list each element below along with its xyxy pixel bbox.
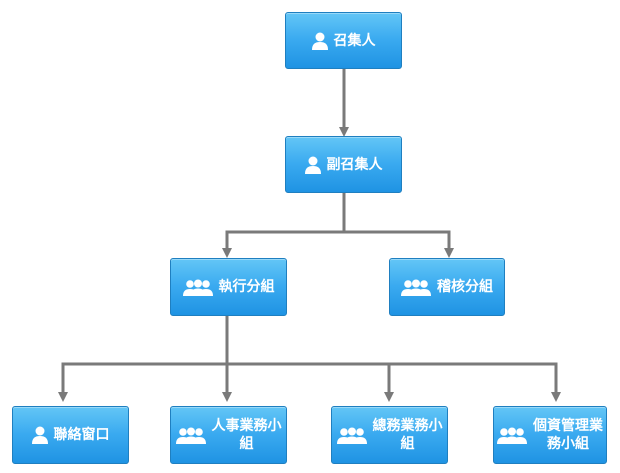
node-label-audit-group: 稽核分組 (437, 279, 493, 295)
node-convener[interactable]: 召集人 (285, 12, 402, 69)
group-icon (401, 278, 431, 296)
node-general-affairs-team[interactable]: 總務業務小組 (331, 406, 448, 464)
node-label-execution-group: 執行分組 (218, 279, 275, 295)
group-icon (175, 426, 206, 444)
connector-execution-to-privacy (389, 362, 561, 402)
node-label-hr-team: 人事業務小組 (211, 418, 282, 452)
node-privacy-management-team[interactable]: 個資管理業務小組 (493, 406, 607, 464)
connector-deputy-to-audit (344, 230, 454, 258)
node-label-liaison-window: 聯絡窗口 (53, 427, 110, 443)
person-icon (31, 426, 48, 444)
connector-deputy-to-execution (222, 193, 346, 258)
node-label-deputy-convener: 副召集人 (326, 156, 383, 173)
node-audit-group[interactable]: 稽核分組 (389, 258, 505, 316)
node-hr-team[interactable]: 人事業務小組 (170, 406, 287, 464)
connector-execution-to-liaison (58, 316, 229, 402)
node-label-privacy-management-team: 個資管理業務小組 (533, 418, 603, 452)
person-icon (304, 156, 321, 174)
group-icon (182, 278, 213, 296)
group-icon (336, 426, 367, 444)
node-liaison-window[interactable]: 聯絡窗口 (12, 406, 129, 464)
node-execution-group[interactable]: 執行分組 (170, 258, 287, 316)
node-label-general-affairs-team: 總務業務小組 (372, 418, 443, 452)
connector-execution-to-general-affairs (227, 362, 394, 402)
group-icon (497, 426, 527, 444)
node-label-convener: 召集人 (333, 32, 376, 49)
person-icon (311, 32, 328, 50)
node-deputy-convener[interactable]: 副召集人 (285, 136, 402, 193)
